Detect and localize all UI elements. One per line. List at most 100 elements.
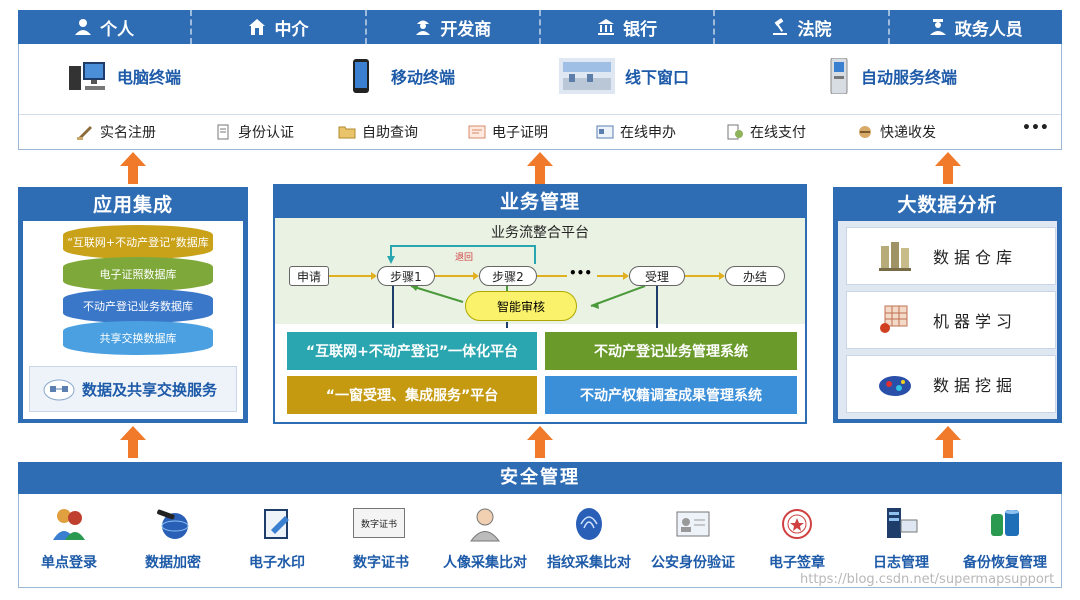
house-icon bbox=[249, 19, 266, 35]
security-item-watermark: 电子水印 bbox=[227, 506, 327, 572]
terminal-label: 自动服务终端 bbox=[861, 68, 958, 87]
terminal-mobile: 移动终端 bbox=[341, 58, 455, 94]
role-label: 法院 bbox=[797, 19, 832, 40]
app-integration-title: 应用集成 bbox=[20, 189, 246, 221]
desktop-computer-icon bbox=[69, 62, 105, 90]
terminals-panel: 电脑终端 移动终端 线下窗口 自动服务终端 bbox=[18, 44, 1062, 150]
kiosk-icon bbox=[830, 58, 848, 94]
bank-icon bbox=[598, 19, 615, 35]
bigdata-panel: 大数据分析 数据仓库 机器学习 数据挖掘 bbox=[833, 187, 1062, 423]
security-item-police-id: 公安身份验证 bbox=[643, 506, 743, 572]
database-layer-internet: “互联网+不动产登记”数据库 bbox=[63, 225, 213, 259]
terminal-label: 电脑终端 bbox=[117, 68, 182, 87]
folder-icon bbox=[338, 126, 356, 139]
bigdata-item-ml: 机器学习 bbox=[846, 291, 1056, 349]
bigdata-body: 数据仓库 机器学习 数据挖掘 bbox=[838, 221, 1057, 419]
up-arrow-icon bbox=[935, 426, 961, 458]
service-express: 快递收发 bbox=[856, 122, 936, 142]
service-identity-auth: 身份认证 bbox=[214, 122, 294, 142]
smart-review-node: 智能审核 bbox=[465, 291, 577, 321]
flow-ellipsis: ••• bbox=[569, 266, 593, 280]
flow-title: 业务流整合平台 bbox=[491, 225, 589, 241]
fingerprint-icon bbox=[576, 508, 602, 540]
officer-icon bbox=[929, 19, 946, 35]
role-label: 银行 bbox=[623, 19, 658, 40]
role-individual: 个人 bbox=[18, 10, 193, 44]
role-label: 中介 bbox=[274, 19, 309, 40]
security-item-digital-cert: 数字证书 数字证书 bbox=[331, 506, 431, 572]
digital-cert-icon: 数字证书 bbox=[353, 506, 409, 542]
document-icon bbox=[217, 124, 229, 140]
globe-key-icon bbox=[157, 509, 189, 539]
business-management-panel: 业务管理 业务流整合平台 退回 申请 步骤1 步骤2 ••• 受理 办结 智能审… bbox=[273, 184, 807, 424]
database-layer-exchange: 共享交换数据库 bbox=[63, 321, 213, 355]
terminal-label: 线下窗口 bbox=[625, 68, 690, 87]
flow-node-complete: 办结 bbox=[725, 266, 785, 286]
gavel-icon bbox=[773, 18, 788, 35]
database-layer-business: 不动产登记业务数据库 bbox=[63, 289, 213, 323]
users-icon bbox=[53, 509, 85, 540]
up-arrow-icon bbox=[935, 152, 961, 184]
security-item-face: 人像采集比对 bbox=[435, 506, 535, 572]
service-counter-icon bbox=[559, 58, 615, 94]
service-self-query: 自助查询 bbox=[338, 122, 418, 142]
role-label: 开发商 bbox=[440, 19, 492, 40]
terminal-kiosk: 自动服务终端 bbox=[827, 58, 957, 94]
flow-node-step2: 步骤2 bbox=[479, 266, 537, 286]
terminal-pc: 电脑终端 bbox=[67, 58, 181, 94]
system-internet-platform: “互联网+不动产登记”一体化平台 bbox=[287, 332, 537, 370]
pen-icon bbox=[77, 126, 92, 140]
return-label: 退回 bbox=[455, 253, 474, 263]
database-layer-e-license: 电子证照数据库 bbox=[63, 257, 213, 291]
bigdata-title: 大数据分析 bbox=[835, 189, 1060, 221]
app-integration-body: “互联网+不动产登记”数据库 电子证照数据库 不动产登记业务数据库 共享交换数据… bbox=[23, 221, 243, 419]
security-title: 安全管理 bbox=[18, 462, 1062, 494]
security-item-backup: 备份恢复管理 bbox=[955, 506, 1055, 572]
role-label: 政务人员 bbox=[954, 19, 1023, 40]
security-item-encryption: 数据加密 bbox=[123, 506, 223, 572]
window-icon bbox=[596, 125, 614, 139]
role-court: 法院 bbox=[715, 10, 890, 44]
source-watermark: https://blog.csdn.net/supermapsupport bbox=[800, 572, 1055, 587]
role-label: 个人 bbox=[100, 19, 135, 40]
data-mining-icon bbox=[879, 376, 911, 396]
up-arrow-icon bbox=[527, 152, 553, 184]
certificate-icon bbox=[468, 125, 486, 139]
share-service: 数据及共享交换服务 bbox=[29, 366, 237, 412]
server-log-icon bbox=[887, 508, 918, 538]
role-bank: 银行 bbox=[541, 10, 716, 44]
business-management-title: 业务管理 bbox=[275, 186, 805, 218]
system-one-window-platform: “一窗受理、集成服务”平台 bbox=[287, 376, 537, 414]
machine-learning-icon bbox=[880, 305, 908, 333]
security-item-log: 日志管理 bbox=[851, 506, 951, 572]
face-user-icon bbox=[470, 508, 500, 542]
security-item-fingerprint: 指纹采集比对 bbox=[539, 506, 639, 572]
system-business-management: 不动产登记业务管理系统 bbox=[545, 332, 797, 370]
data-warehouse-icon bbox=[879, 242, 911, 271]
cert-card-label: 数字证书 bbox=[353, 508, 405, 538]
up-arrow-icon bbox=[527, 426, 553, 458]
id-card-icon bbox=[676, 511, 710, 537]
service-online-payment: 在线支付 bbox=[726, 122, 806, 142]
role-official: 政务人员 bbox=[890, 10, 1062, 44]
services-more: ••• bbox=[1022, 120, 1049, 136]
person-icon bbox=[75, 19, 92, 35]
up-arrow-icon bbox=[120, 426, 146, 458]
bigdata-item-warehouse: 数据仓库 bbox=[846, 227, 1056, 285]
cloud-exchange-icon bbox=[43, 379, 75, 401]
system-survey-management: 不动产权籍调查成果管理系统 bbox=[545, 376, 797, 414]
worker-icon bbox=[416, 20, 431, 35]
terminal-counter: 线下窗口 bbox=[559, 58, 689, 94]
service-real-name: 实名注册 bbox=[76, 122, 156, 142]
flow-node-step1: 步骤1 bbox=[377, 266, 435, 286]
roles-bar: 个人 中介 开发商 银行 法院 政务人员 bbox=[18, 10, 1062, 44]
role-developer: 开发商 bbox=[367, 10, 541, 44]
service-row bbox=[19, 114, 1061, 144]
seal-icon bbox=[782, 509, 812, 539]
edit-document-icon bbox=[264, 509, 289, 539]
express-icon bbox=[859, 126, 871, 138]
mobile-phone-icon bbox=[353, 59, 369, 93]
bigdata-item-mining: 数据挖掘 bbox=[846, 355, 1056, 413]
service-e-certificate: 电子证明 bbox=[468, 122, 548, 142]
security-item-sso: 单点登录 bbox=[19, 506, 119, 572]
